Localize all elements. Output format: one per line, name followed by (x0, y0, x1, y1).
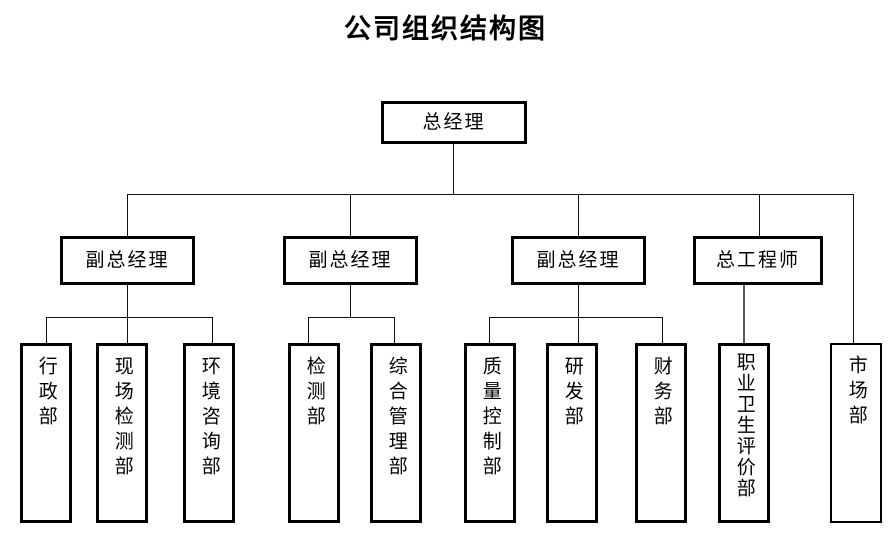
connector-deputy-1-bus (46, 317, 213, 318)
node-chief-engineer-label: 总工程师 (715, 249, 800, 271)
node-department-comprehensive-management[interactable]: 综合管理部 (370, 343, 422, 523)
node-department-research-development[interactable]: 研发部 (546, 343, 598, 523)
node-deputy-general-manager-3[interactable]: 副总经理 (511, 236, 646, 285)
node-department-marketing-label: 市场部 (845, 355, 868, 430)
node-department-research-development-label: 研发部 (561, 356, 584, 431)
node-general-manager-label: 总经理 (422, 111, 486, 133)
connector-drop-deputy-2 (350, 194, 351, 237)
node-department-occupational-health-evaluation[interactable]: 职业卫生评价部 (718, 343, 770, 523)
connector-drop-quality-control (489, 317, 490, 344)
node-deputy-general-manager-1-label: 副总经理 (85, 249, 170, 271)
connector-deputy-2-bus (308, 317, 395, 318)
connector-gm-stem (453, 143, 454, 195)
connector-deputy-3-bus (489, 317, 663, 318)
connector-drop-testing (308, 317, 309, 344)
node-department-administration[interactable]: 行政部 (20, 343, 72, 523)
node-department-finance-label: 财务部 (650, 356, 673, 431)
connector-drop-deputy-1 (127, 194, 128, 237)
node-department-occupational-health-evaluation-label: 职业卫生评价部 (733, 352, 756, 499)
connector-drop-comprehensive-management (394, 317, 395, 344)
page-title: 公司组织结构图 (344, 14, 547, 45)
connector-drop-environmental-consulting (212, 317, 213, 344)
connector-drop-occupational-health (743, 285, 745, 344)
node-chief-engineer[interactable]: 总工程师 (693, 236, 823, 285)
node-department-testing[interactable]: 检测部 (288, 343, 340, 523)
node-deputy-general-manager-2[interactable]: 副总经理 (283, 236, 418, 285)
connector-drop-chief-engineer (759, 194, 760, 237)
connector-deputy-3-stem (578, 285, 579, 318)
connector-drop-onsite-testing (127, 317, 128, 344)
node-department-onsite-testing[interactable]: 现场检测部 (96, 343, 148, 523)
connector-drop-administration (46, 317, 47, 344)
connector-drop-deputy-3 (578, 194, 579, 237)
connector-drop-finance (662, 317, 663, 344)
node-department-marketing[interactable]: 市场部 (830, 343, 882, 523)
connector-deputy-2-stem (350, 285, 351, 318)
node-deputy-general-manager-1[interactable]: 副总经理 (60, 236, 195, 285)
node-general-manager[interactable]: 总经理 (381, 101, 527, 144)
node-department-quality-control-label: 质量控制部 (479, 356, 502, 481)
node-department-environmental-consulting-label: 环境咨询部 (198, 356, 221, 481)
node-department-administration-label: 行政部 (35, 356, 58, 431)
connector-deputy-1-stem (127, 285, 128, 318)
connector-level2-bus (127, 194, 854, 195)
node-department-environmental-consulting[interactable]: 环境咨询部 (183, 343, 235, 523)
node-department-comprehensive-management-label: 综合管理部 (385, 356, 408, 481)
connector-drop-marketing (853, 194, 854, 344)
node-department-quality-control[interactable]: 质量控制部 (464, 343, 516, 523)
node-department-finance[interactable]: 财务部 (635, 343, 687, 523)
node-department-testing-label: 检测部 (303, 356, 326, 431)
node-deputy-general-manager-2-label: 副总经理 (308, 249, 393, 271)
node-department-onsite-testing-label: 现场检测部 (111, 356, 134, 481)
node-deputy-general-manager-3-label: 副总经理 (536, 249, 621, 271)
connector-drop-research-development (578, 317, 579, 344)
